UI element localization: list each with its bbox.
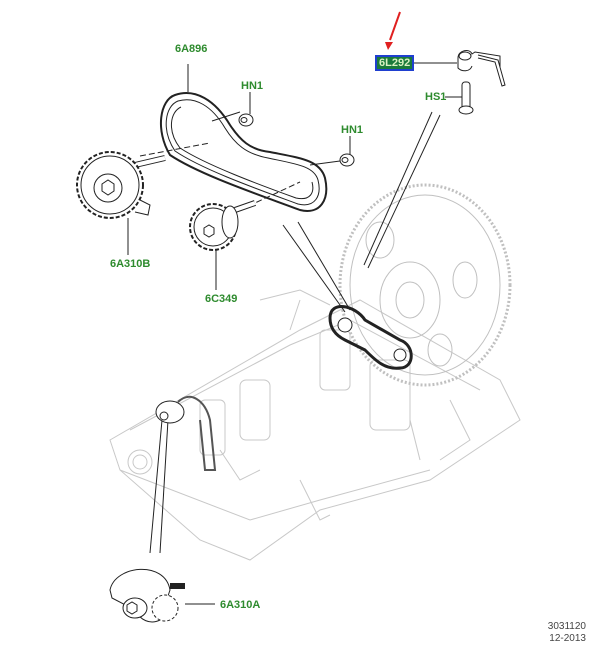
callout-6l292-selected[interactable]: 6L292 <box>374 55 415 71</box>
callout-hn1-top[interactable]: HN1 <box>241 80 264 92</box>
illustration-date: 12-2013 <box>549 633 586 644</box>
flywheel-ghost <box>338 183 512 387</box>
belt-6a896 <box>159 92 328 212</box>
washer-hn1-right <box>339 153 355 167</box>
bolt-hs1 <box>458 81 474 115</box>
illustration-number: 3031120 <box>547 621 586 632</box>
sprocket-6a310a <box>109 568 185 623</box>
callout-6a896[interactable]: 6A896 <box>175 43 208 55</box>
sprocket-6a310b <box>76 151 166 219</box>
callout-6a310a[interactable]: 6A310A <box>220 599 261 611</box>
part-6l292 <box>457 50 506 87</box>
callout-6a310b[interactable]: 6A310B <box>110 258 151 270</box>
callout-6c349[interactable]: 6C349 <box>205 293 238 305</box>
leader-lines <box>127 62 463 605</box>
callout-hn1-right[interactable]: HN1 <box>341 124 364 136</box>
belt-lower <box>155 395 217 471</box>
sprocket-6c349 <box>189 200 256 251</box>
belt-oil-pump <box>328 305 413 370</box>
red-arrow-icon <box>385 11 401 50</box>
washer-hn1-top <box>238 113 254 127</box>
callout-hs1[interactable]: HS1 <box>425 91 447 103</box>
engine-block-ghost <box>109 289 521 561</box>
